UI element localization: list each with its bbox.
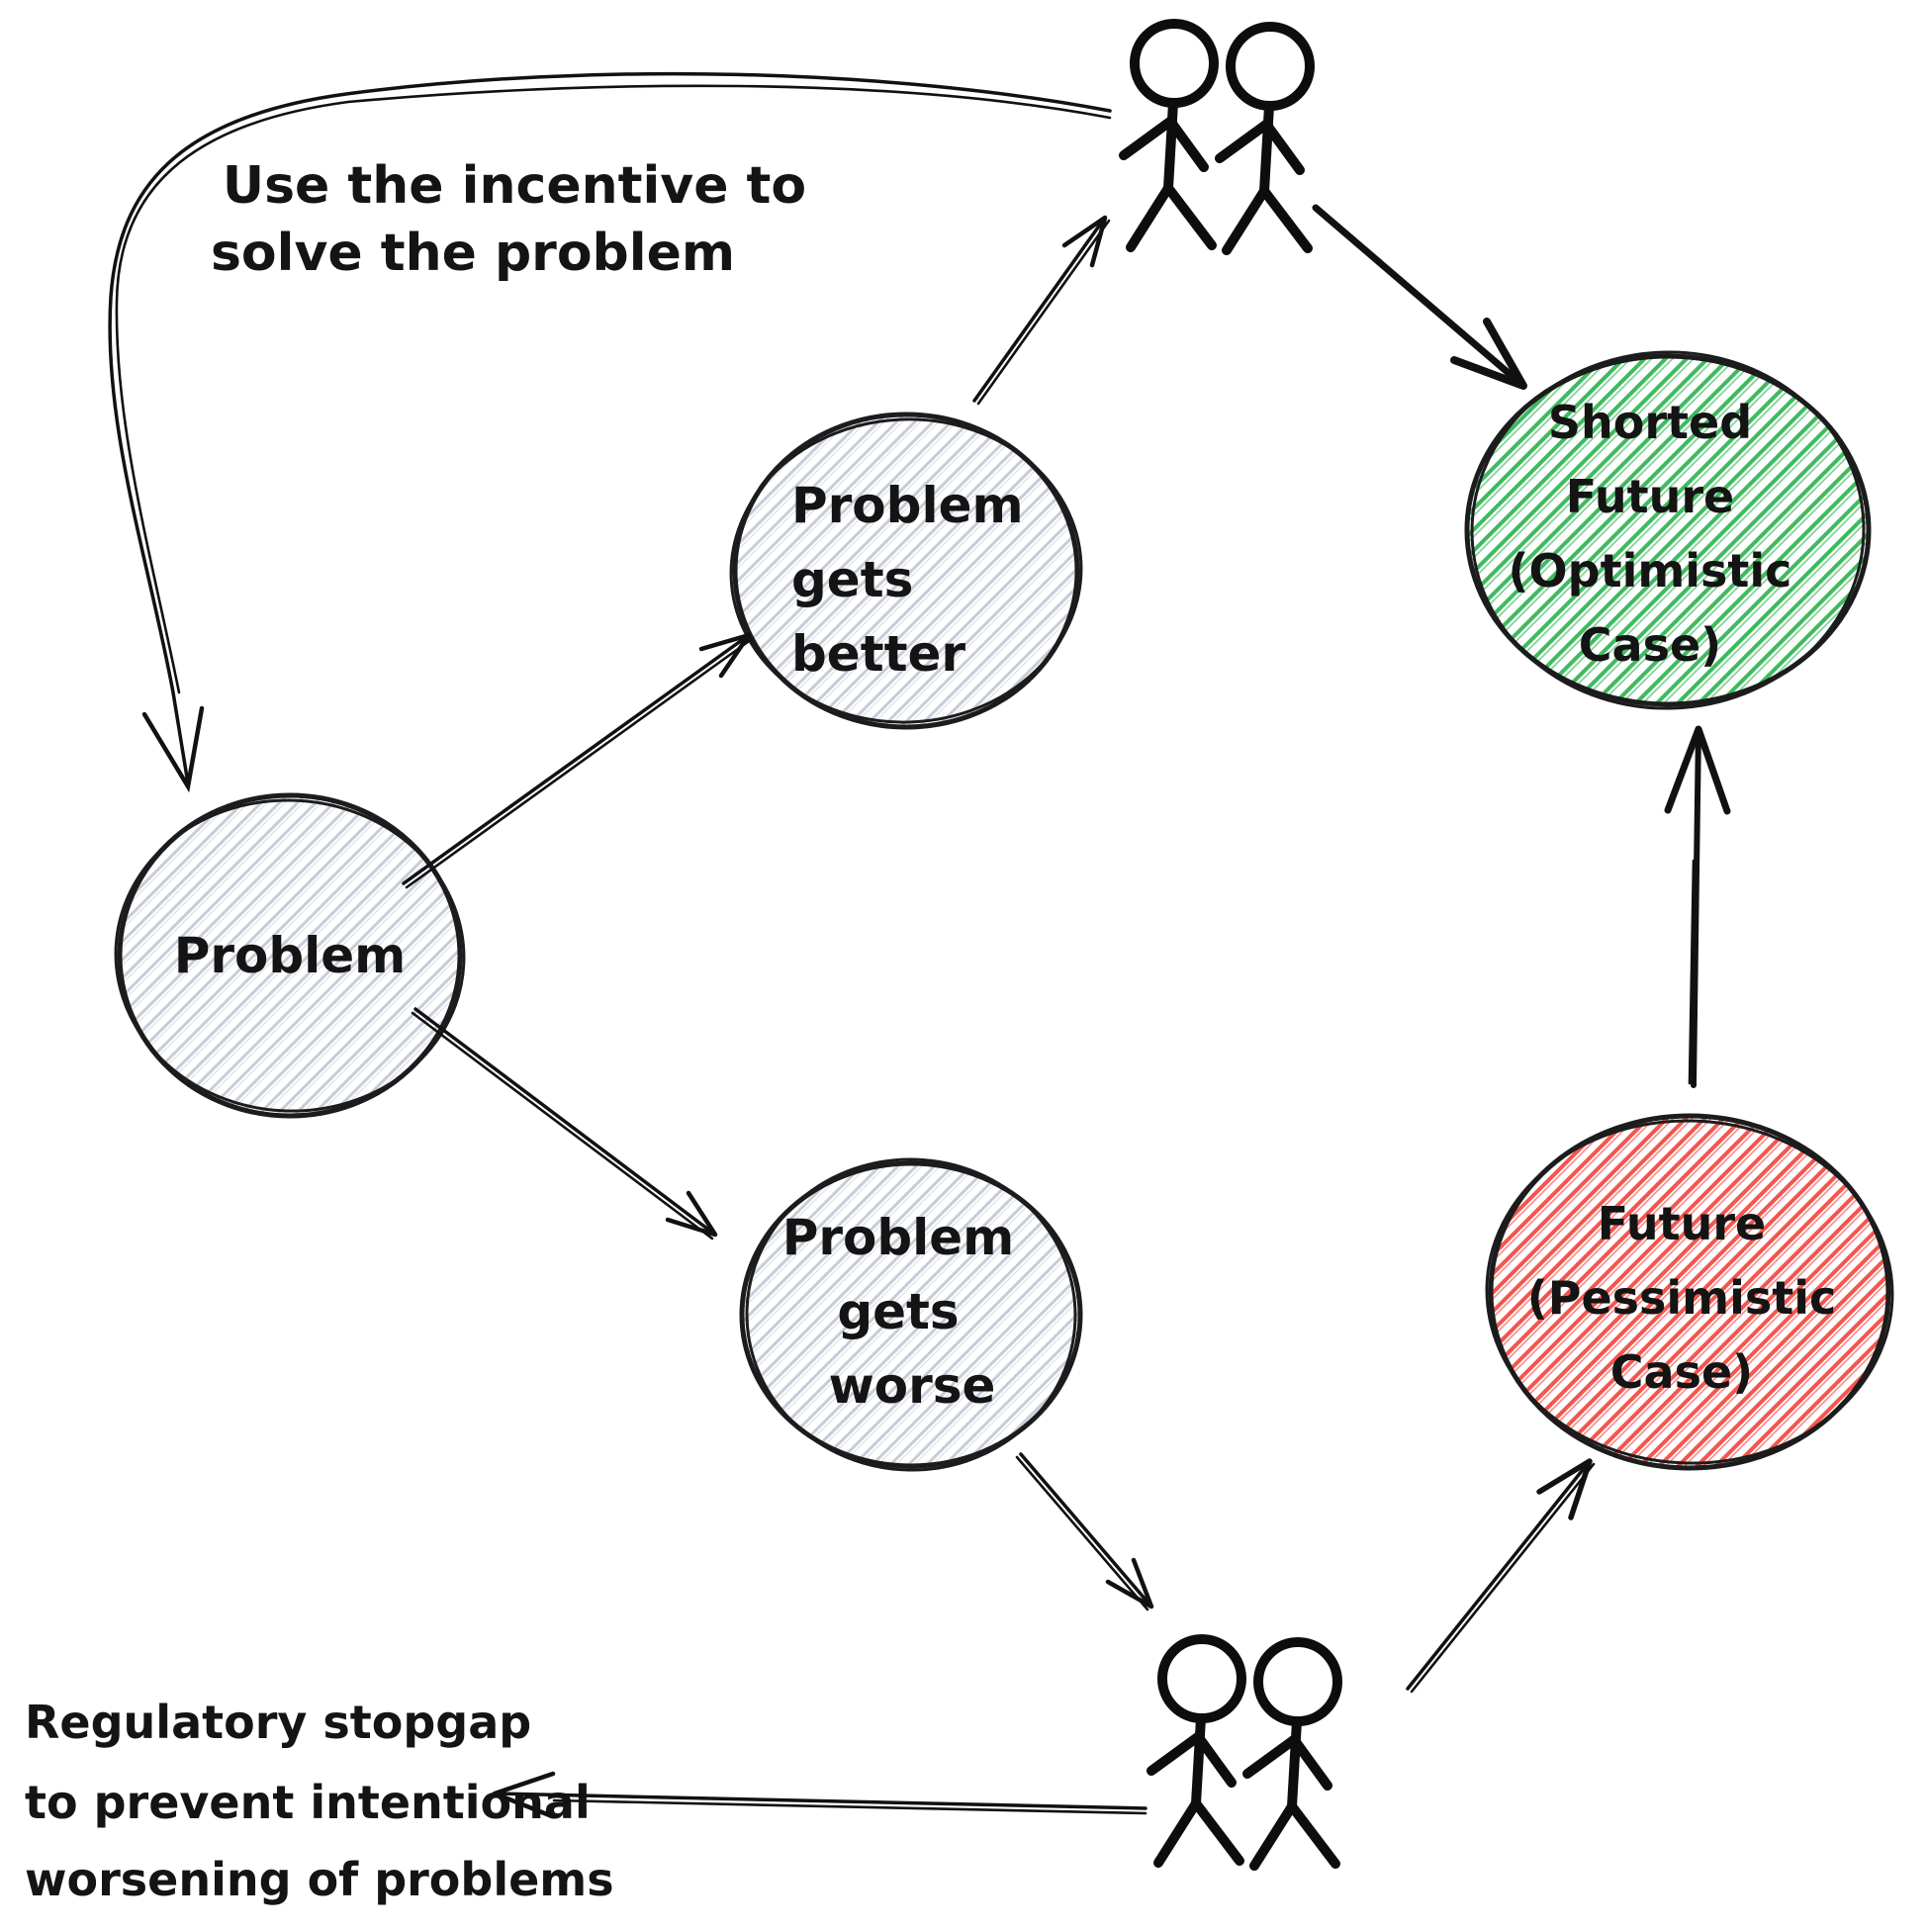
arrowhead [1664,725,1731,815]
node-pessimistic-future: Future (Pessimistic Case) [1485,1113,1894,1471]
arrow-people-to-pessimistic [1406,1458,1596,1694]
node-better-line-3: better [791,625,965,683]
arrow-problem-to-better [402,632,754,889]
people-bottom-icon [1151,1639,1337,1866]
arrow-incentive-loop [108,71,1112,793]
node-problem-gets-worse: Problem gets worse [739,1157,1083,1472]
node-optimistic-line-1: Shorted [1548,396,1752,449]
node-better-line-2: gets [791,551,913,608]
arrow-problem-to-worse [411,1007,718,1241]
node-problem-gets-better: Problem gets better [729,412,1083,730]
arrowhead [1536,1458,1593,1520]
node-optimistic-future: Shorted Future (Optimistic Case) [1464,350,1872,710]
node-better-line-1: Problem [791,477,1024,534]
arrow-better-to-people [972,215,1111,406]
arrowhead [1450,318,1527,390]
arrow-people-to-optimistic [1312,204,1527,390]
node-worse-line-1: Problem [782,1209,1015,1266]
node-optimistic-line-3: (Optimistic [1509,544,1792,598]
arrowhead [492,1771,556,1819]
incentive-line-2: solve the problem [211,224,735,283]
regulatory-line-1: Regulatory stopgap [25,1696,531,1749]
arrowhead [141,705,205,793]
node-pessimistic-line-1: Future [1598,1197,1767,1250]
arrowhead [1061,215,1108,268]
arrow-worse-to-people [1015,1452,1154,1611]
node-problem-label: Problem [174,927,407,984]
arrowhead [1105,1557,1154,1610]
incentive-line-1: Use the incentive to [223,156,806,216]
node-worse-line-3: worse [829,1357,996,1415]
arrow-people-to-regulatory [492,1771,1147,1819]
people-top-icon [1124,24,1310,250]
regulatory-annotation: Regulatory stopgap to prevent intentiona… [25,1696,614,1906]
incentive-annotation: Use the incentive to solve the problem [211,156,806,283]
arrowhead [698,632,752,679]
node-optimistic-line-2: Future [1566,470,1735,523]
arrowhead [665,1190,718,1238]
node-worse-line-2: gets [837,1283,959,1340]
arrow-pessimistic-to-optimistic [1664,725,1731,1088]
node-problem: Problem [114,792,466,1119]
regulatory-line-3: worsening of problems [25,1853,614,1906]
node-pessimistic-line-2: (Pessimistic [1527,1271,1837,1325]
regulatory-line-2: to prevent intentional [25,1776,591,1829]
node-optimistic-line-4: Case) [1579,618,1721,672]
node-pessimistic-line-3: Case) [1610,1345,1753,1399]
